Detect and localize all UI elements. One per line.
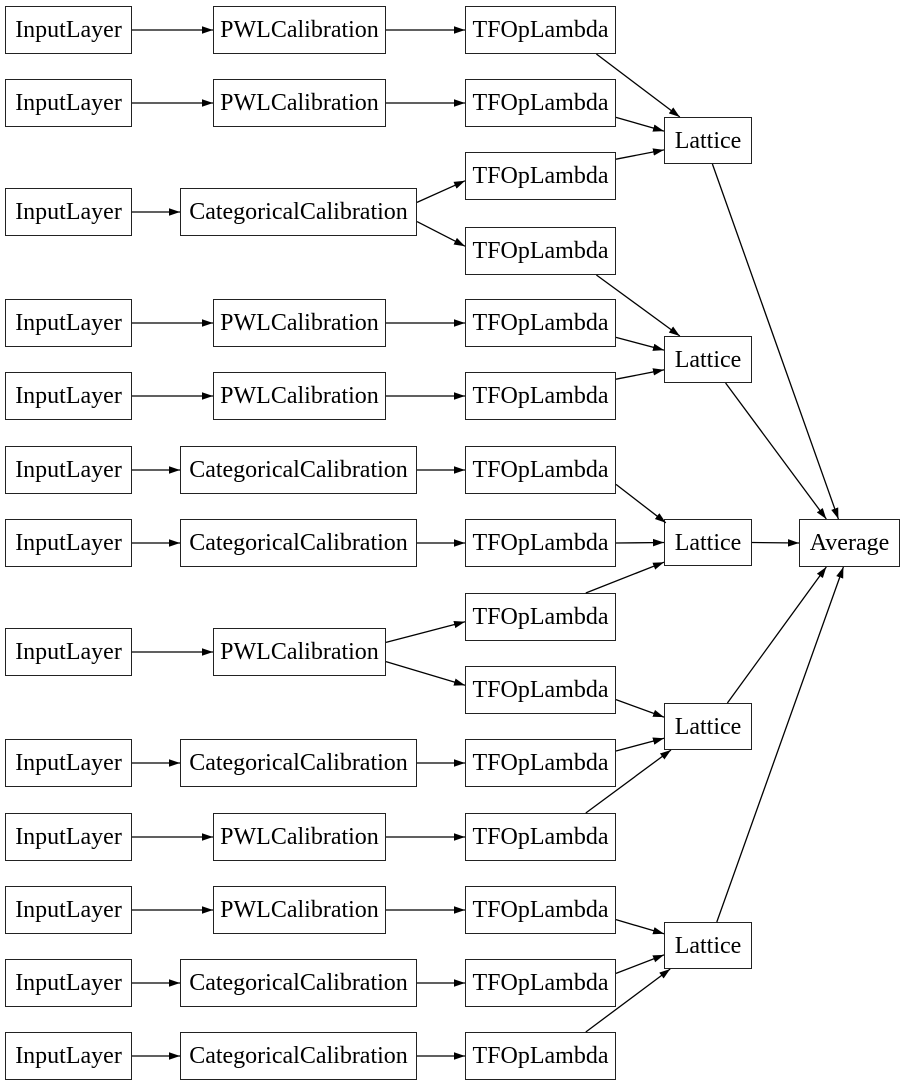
node-tf13: TFOpLambda xyxy=(465,886,616,934)
node-pwl5: PWLCalibration xyxy=(213,628,386,676)
node-tf14: TFOpLambda xyxy=(465,959,616,1007)
node-il10: InputLayer xyxy=(5,813,132,861)
edge-tf2-lat1 xyxy=(615,116,665,132)
edge-tf8-lat3 xyxy=(615,538,665,547)
node-tf5: TFOpLambda xyxy=(465,299,616,347)
edge-lat3-avg xyxy=(751,539,800,547)
node-il5: InputLayer xyxy=(5,372,132,420)
node-il3: InputLayer xyxy=(5,188,132,236)
node-pwl2: PWLCalibration xyxy=(213,79,386,127)
edge-pwl5-tf10 xyxy=(385,660,466,686)
edge-lat2-avg xyxy=(725,382,827,520)
node-tf10: TFOpLambda xyxy=(465,666,616,714)
node-lat2: Lattice xyxy=(664,336,752,383)
node-tf15: TFOpLambda xyxy=(465,1032,616,1080)
edge-tf14-lat5 xyxy=(615,954,665,975)
node-pwl4: PWLCalibration xyxy=(213,372,386,420)
edge-lat4-avg xyxy=(726,566,827,704)
node-tf7: TFOpLambda xyxy=(465,446,616,494)
node-pwl1: PWLCalibration xyxy=(213,6,386,54)
node-tf12: TFOpLambda xyxy=(465,813,616,861)
node-pwl3: PWLCalibration xyxy=(213,299,386,347)
node-il13: InputLayer xyxy=(5,1032,132,1080)
node-cat2: CategoricalCalibration xyxy=(180,446,417,494)
node-cat4: CategoricalCalibration xyxy=(180,739,417,787)
node-tf11: TFOpLambda xyxy=(465,739,616,787)
node-il11: InputLayer xyxy=(5,886,132,934)
node-tf6: TFOpLambda xyxy=(465,372,616,420)
node-il2: InputLayer xyxy=(5,79,132,127)
node-pwl7: PWLCalibration xyxy=(213,886,386,934)
node-avg: Average xyxy=(799,519,900,567)
node-il9: InputLayer xyxy=(5,739,132,787)
node-tf3: TFOpLambda xyxy=(465,152,616,200)
node-lat5: Lattice xyxy=(664,922,752,969)
node-cat3: CategoricalCalibration xyxy=(180,519,417,567)
node-cat5: CategoricalCalibration xyxy=(180,959,417,1007)
node-pwl6: PWLCalibration xyxy=(213,813,386,861)
node-tf8: TFOpLambda xyxy=(465,519,616,567)
node-lat3: Lattice xyxy=(664,519,752,566)
edge-pwl5-tf9 xyxy=(385,620,466,644)
node-tf4: TFOpLambda xyxy=(465,227,616,275)
edge-tf13-lat5 xyxy=(615,918,665,935)
node-cat1: CategoricalCalibration xyxy=(180,188,417,236)
node-il12: InputLayer xyxy=(5,959,132,1007)
edge-cat1-tf3 xyxy=(416,180,466,203)
edge-tf10-lat4 xyxy=(615,698,665,718)
node-tf2: TFOpLambda xyxy=(465,79,616,127)
edge-tf11-lat4 xyxy=(615,737,665,752)
node-il8: InputLayer xyxy=(5,628,132,676)
node-lat1: Lattice xyxy=(664,117,752,164)
node-il1: InputLayer xyxy=(5,6,132,54)
node-lat4: Lattice xyxy=(664,703,752,750)
node-il6: InputLayer xyxy=(5,446,132,494)
edge-cat1-tf4 xyxy=(416,221,466,247)
node-il7: InputLayer xyxy=(5,519,132,567)
edge-tf3-lat1 xyxy=(615,148,665,160)
node-tf9: TFOpLambda xyxy=(465,593,616,641)
node-il4: InputLayer xyxy=(5,299,132,347)
edge-tf5-lat2 xyxy=(615,336,665,351)
edge-tf7-lat3 xyxy=(615,483,667,524)
edge-tf6-lat2 xyxy=(615,368,665,380)
node-cat6: CategoricalCalibration xyxy=(180,1032,417,1080)
node-tf1: TFOpLambda xyxy=(465,6,616,54)
